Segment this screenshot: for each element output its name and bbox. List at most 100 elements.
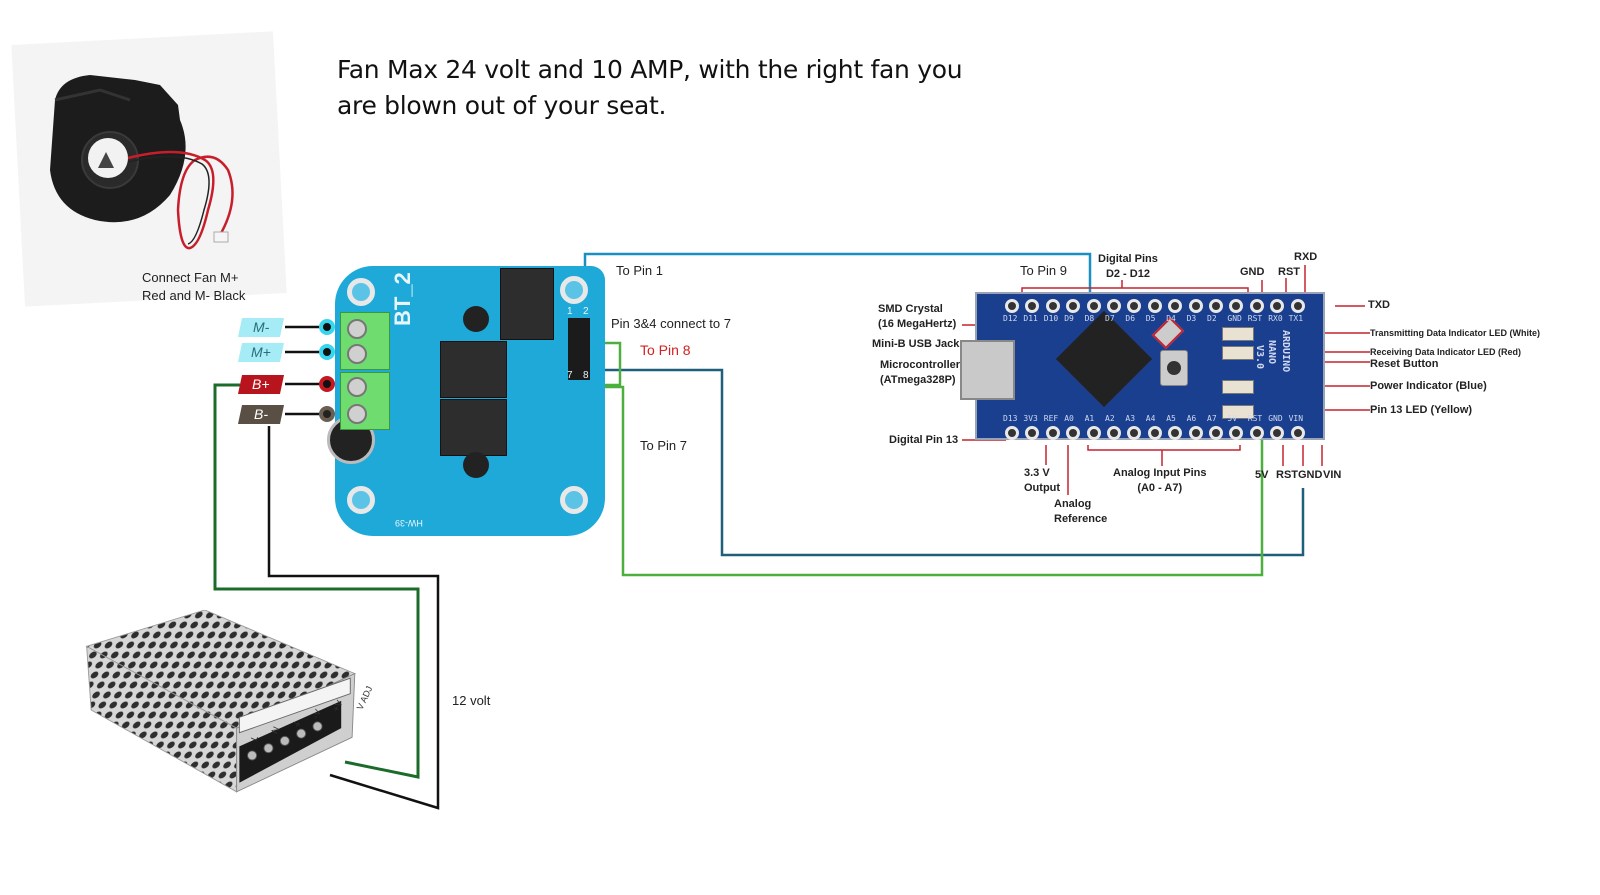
terminal-dot-m-plus — [319, 344, 335, 360]
fan-red-wire — [127, 150, 234, 250]
power-led — [1222, 380, 1254, 394]
annotation-pin13-led: Pin 13 LED (Yellow) — [1370, 404, 1473, 416]
arduino-pin-rst — [1249, 426, 1264, 440]
arduino-pin-d10 — [1045, 299, 1060, 313]
label-to-pin-7: To Pin 7 — [640, 438, 687, 453]
label-pin-3-4-note: Pin 3&4 connect to 7 — [611, 316, 731, 331]
header-pin-2-label: 2 — [583, 306, 589, 317]
arduino-pin-d11 — [1025, 299, 1040, 313]
arduino-pin-d9 — [1066, 299, 1081, 313]
arduino-pin-label: D8 — [1084, 314, 1095, 323]
mounting-hole — [560, 486, 588, 514]
annotation-reset-button: Reset Button — [1370, 358, 1439, 370]
title-line-1: Fan Max 24 volt and 10 AMP, with the rig… — [337, 55, 963, 84]
annotation-mini-usb: Mini-B USB Jack — [872, 338, 960, 350]
header-pin-7-label: 7 — [567, 370, 573, 381]
wire-bminus-to-psu — [267, 426, 440, 810]
annotation-bottom-rst: RST — [1276, 469, 1298, 481]
driver-ic-chip — [500, 268, 554, 340]
terminal-tag-m-minus: M- — [237, 318, 285, 337]
wire-pin8-to-gnd — [602, 368, 1305, 557]
arduino-pin-label: D12 — [1003, 314, 1018, 323]
arduino-board-name: ARDUINO — [1280, 330, 1291, 373]
arduino-nano-board — [975, 292, 1325, 440]
arduino-pin-label: D10 — [1043, 314, 1059, 323]
arduino-pin-label: 3V3 — [1023, 414, 1038, 423]
psu-terminal-block — [239, 700, 342, 783]
arduino-pin-a6 — [1188, 426, 1203, 440]
annotation-analog-inputs: Analog Input Pins(A0 - A7) — [1113, 467, 1207, 494]
reset-button — [1160, 350, 1188, 386]
annotation-rx-led: Receiving Data Indicator LED (Red) — [1370, 347, 1522, 357]
wire-pin34-to-pin7 — [590, 341, 622, 387]
arduino-board-model: NANO — [1266, 340, 1277, 365]
arduino-pin-label: A4 — [1145, 414, 1156, 423]
arduino-pin-label: D5 — [1145, 314, 1156, 323]
screw-bottom — [463, 452, 489, 478]
arduino-pin-a3 — [1127, 426, 1142, 440]
arduino-pin-label: D2 — [1207, 314, 1217, 323]
arduino-pin-a4 — [1147, 426, 1162, 440]
wire-bplus-to-psu — [213, 383, 420, 779]
board-model-label: HW-39 — [395, 518, 423, 528]
mounting-hole — [560, 276, 588, 304]
arduino-pin-5v — [1229, 426, 1244, 440]
terminal-tag-b-minus: B- — [237, 405, 285, 424]
annotation-5v: 5V — [1255, 469, 1269, 481]
mounting-hole — [347, 486, 375, 514]
label-to-pin-9: To Pin 9 — [1020, 263, 1067, 278]
psu-terminal-label-strip — [238, 677, 351, 734]
arduino-pin-label: GND — [1268, 414, 1283, 423]
arduino-pin-3v3 — [1025, 426, 1040, 440]
diagram-title: Fan Max 24 volt and 10 AMP, with the rig… — [337, 52, 963, 124]
fan-caption-line-1: Connect Fan M+ — [142, 270, 239, 285]
fan-connector — [213, 231, 229, 243]
label-to-pin-1: To Pin 1 — [616, 263, 663, 278]
header-pin-1-label: 1 — [567, 306, 573, 317]
annotation-tx-led: Transmitting Data Indicator LED (White) — [1370, 328, 1541, 338]
annotation-microcontroller: Microcontroller(ATmega328P) — [880, 359, 961, 386]
annotation-rst: RST — [1278, 266, 1300, 278]
arduino-pin-d7 — [1107, 299, 1121, 313]
arduino-pin-label: 5V — [1227, 414, 1238, 423]
arduino-board-version: V3.0 — [1254, 345, 1265, 370]
annotation-smd-crystal: SMD Crystal(16 MegaHertz) — [878, 303, 957, 330]
arduino-pin-label: REF — [1043, 414, 1059, 423]
arduino-pin-rst — [1249, 299, 1264, 313]
label-12-volt: 12 volt — [452, 693, 491, 708]
arduino-pin-label: D9 — [1064, 314, 1074, 323]
terminal-dot-b-plus — [319, 376, 335, 392]
annotation-rxd: RXD — [1294, 251, 1318, 263]
header-pin-8-label: 8 — [583, 370, 589, 381]
mini-usb-jack — [960, 340, 1015, 400]
arduino-pin-label: GND — [1227, 314, 1242, 323]
arduino-pin-label: RX0 — [1268, 314, 1283, 323]
arduino-pin-label: D3 — [1186, 314, 1197, 323]
arduino-pin-d2 — [1209, 299, 1223, 313]
arduino-pin-label: VIN — [1288, 414, 1304, 423]
arduino-pin-label: A0 — [1064, 414, 1074, 423]
mosfet-u2 — [440, 399, 507, 456]
screw-top — [463, 306, 489, 332]
arduino-pin-label: RST — [1247, 314, 1263, 323]
arduino-pin-label: TX1 — [1288, 314, 1304, 323]
terminal-tag-m-plus: M+ — [237, 343, 285, 362]
title-line-2: are blown out of your seat. — [337, 91, 667, 120]
arduino-pin-a7 — [1209, 426, 1223, 440]
arduino-pin-d3 — [1188, 299, 1203, 313]
arduino-pin-label: RST — [1247, 414, 1263, 423]
arduino-pin-d13 — [1005, 426, 1019, 440]
arduino-pin-label: D13 — [1003, 414, 1018, 423]
arduino-pin-label: A2 — [1105, 414, 1115, 423]
arduino-pin-vin — [1290, 426, 1305, 440]
fan-connection-caption: Connect Fan M+ Red and M- Black — [142, 269, 245, 305]
arduino-pin-gnd — [1270, 426, 1285, 440]
arduino-pin-a0 — [1066, 426, 1081, 440]
tx-led — [1222, 327, 1254, 341]
annotation-power-led: Power Indicator (Blue) — [1370, 380, 1487, 392]
arduino-pin-d5 — [1147, 299, 1162, 313]
arduino-pin-label: A5 — [1166, 414, 1176, 423]
